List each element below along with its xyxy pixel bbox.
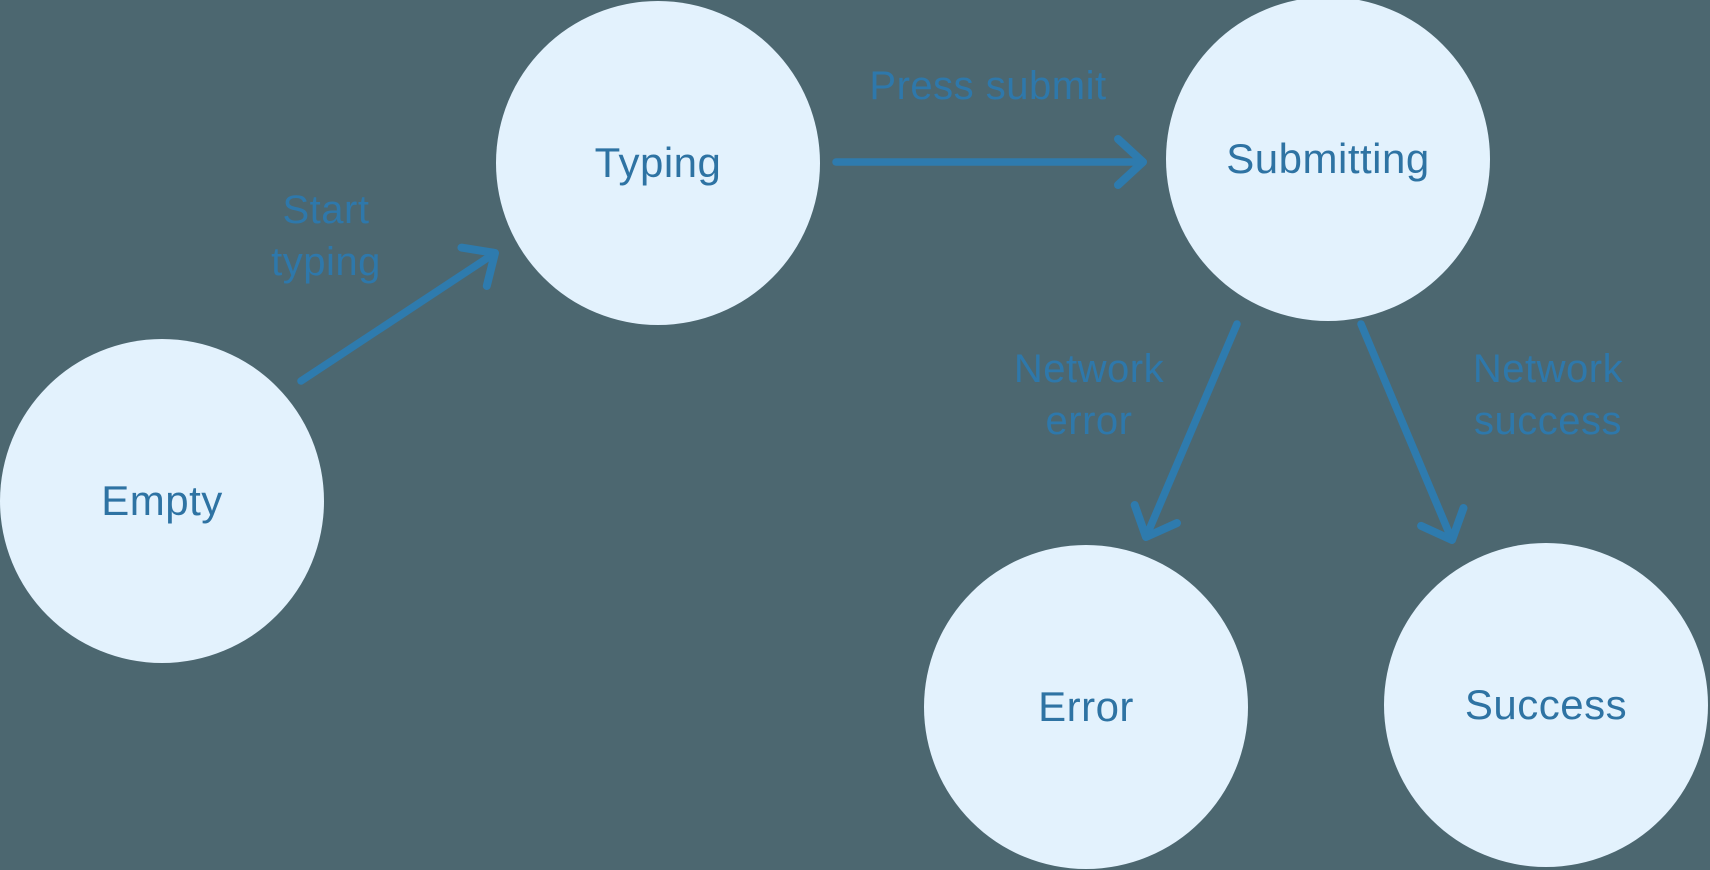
state-node-label: Typing [594,139,722,186]
state-node-label: Empty [101,477,223,524]
state-node-success: Success [1384,543,1708,867]
edge-label-line: Press submit [869,64,1107,108]
edge-label-network-error: Network error [929,343,1249,447]
state-node-typing: Typing [496,1,820,325]
edge-label-press-submit: Press submit [828,60,1148,112]
edge-label-line: typing [271,240,381,284]
edge-label-line: Network [1013,347,1165,391]
edge-label-network-success: Network success [1388,343,1708,447]
edge-label-line: Start [282,188,370,232]
edge-label-line: Network [1472,347,1624,391]
edge-label-start-typing: Start typing [166,184,486,288]
state-node-error: Error [924,545,1248,869]
state-node-label: Success [1464,681,1628,728]
state-node-label: Submitting [1226,135,1430,182]
edge-label-line: error [1045,399,1133,443]
state-node-empty: Empty [0,339,324,663]
state-node-label: Error [1038,683,1134,730]
edge-label-line: success [1474,399,1622,443]
state-node-submitting: Submitting [1166,0,1490,321]
